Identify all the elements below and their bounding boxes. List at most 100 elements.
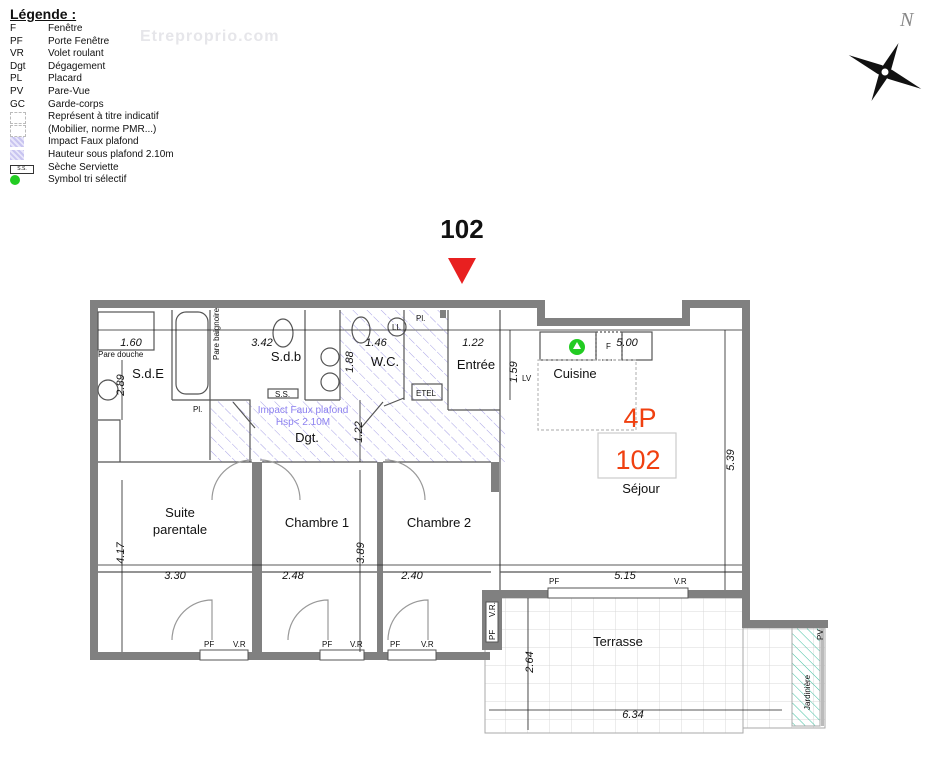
- compass-icon: N: [848, 9, 922, 102]
- legend-item: Symbol tri sélectif: [10, 174, 174, 187]
- vr-label: V.R: [421, 640, 434, 649]
- vr-label: V.R: [674, 577, 687, 586]
- legend-code: Dgt: [10, 60, 26, 72]
- legend-title: Légende :: [10, 6, 77, 22]
- pf-label: PF: [390, 640, 400, 649]
- dimension-label: 3.42: [251, 337, 272, 349]
- legend-swatch: [10, 112, 26, 125]
- dimension-label: 1.60: [120, 337, 142, 349]
- dimension-label: 5.15: [614, 570, 636, 582]
- legend-item: Hauteur sous plafond 2.10m: [10, 149, 174, 162]
- vr-label: V.R.: [488, 602, 497, 617]
- dimension-label: 2.48: [281, 570, 304, 582]
- dimension-label: 1.59: [508, 361, 520, 382]
- legend-swatch: [10, 137, 24, 148]
- legend-label: Impact Faux plafond: [48, 136, 139, 148]
- legend-label: Symbol tri sélectif: [48, 174, 127, 186]
- dimension-label: 2.89: [115, 374, 127, 396]
- dimension-label: 3.30: [164, 570, 186, 582]
- legend-label: Sèche Serviette: [48, 161, 119, 173]
- legend-label: Pare-Vue: [48, 85, 90, 97]
- dimension-label: 5.00: [616, 337, 638, 349]
- dimension-label: 2.40: [400, 570, 423, 582]
- legend-item: VR Volet roulant: [10, 48, 174, 61]
- recycle-icon: [10, 175, 20, 186]
- pf-label: PF: [322, 640, 332, 649]
- legend-label: Dégagement: [48, 60, 106, 72]
- room-sejour: Séjour: [622, 481, 660, 496]
- legend-swatch: [10, 124, 26, 137]
- etel-label: ETEL: [416, 389, 437, 398]
- legend-label: Fenêtre: [48, 23, 83, 34]
- faux-plafond-zone: [210, 310, 505, 462]
- dimension-label: 4.17: [115, 541, 127, 563]
- room-chambre1: Chambre 1: [285, 515, 349, 530]
- vr-label: V.R: [233, 640, 246, 649]
- legend-code: PV: [10, 85, 24, 97]
- dimension-label: 3.89: [355, 542, 367, 563]
- legend-item: Impact Faux plafond: [10, 136, 174, 149]
- entrance-arrow-icon: [448, 258, 476, 284]
- legend-label: Représent à titre indicatif: [48, 111, 159, 123]
- legend-swatch: S.S.: [10, 164, 34, 174]
- dimension-label: 1.88: [344, 350, 356, 372]
- room-cuisine: Cuisine: [553, 366, 596, 381]
- legend-item: GC Garde-corps: [10, 99, 174, 112]
- pare-baignoire: Pare baignoire: [212, 307, 221, 360]
- room-dgt: Dgt.: [295, 430, 319, 445]
- lot-number: 102: [440, 214, 483, 244]
- placard-label: Pl.: [416, 314, 425, 323]
- pf-label: PF: [488, 630, 497, 640]
- dimension-label: 6.34: [622, 709, 643, 721]
- legend-label: (Mobilier, norme PMR...): [48, 123, 157, 135]
- legend-swatch: [10, 149, 24, 160]
- legend-item: Représent à titre indicatif: [10, 111, 174, 125]
- placard-label: Pl.: [193, 405, 202, 414]
- dimension-label: 1.46: [365, 337, 387, 349]
- legend-label: Placard: [48, 73, 82, 85]
- legend-item: PV Pare-Vue: [10, 86, 174, 99]
- f-label: F: [606, 342, 611, 351]
- room-terrasse: Terrasse: [593, 634, 643, 649]
- legend-code: GC: [10, 98, 25, 110]
- room-suite-line1: Suite: [165, 505, 195, 520]
- faux-plafond-note-1: Impact Faux plafond: [258, 405, 349, 416]
- watermark: Etreproprio.com: [140, 28, 280, 45]
- vr-label: V.R: [350, 640, 363, 649]
- legend-label: Porte Fenêtre: [48, 35, 110, 47]
- dimension-label: 2.64: [524, 651, 536, 673]
- legend-item: F Fenêtre: [10, 23, 174, 36]
- lot-type: 4P: [623, 403, 656, 433]
- pf-label: PF: [549, 577, 559, 586]
- legend-code: VR: [10, 48, 24, 60]
- room-suite-line2: parentale: [153, 522, 207, 537]
- ll-label: LL: [392, 323, 401, 332]
- pare-douche: Pare douche: [98, 350, 144, 359]
- legend-item: S.S. Sèche Serviette: [10, 162, 174, 175]
- legend-code: F: [10, 23, 17, 34]
- lv-label: LV: [522, 374, 532, 383]
- room-sdb: S.d.b: [271, 349, 301, 364]
- legend-item: (Mobilier, norme PMR...): [10, 124, 174, 137]
- dimension-label: 1.22: [353, 421, 365, 442]
- legend-label: Garde-corps: [48, 98, 104, 110]
- svg-text:N: N: [899, 9, 915, 31]
- jardiniere: [791, 627, 821, 727]
- room-sde: S.d.E: [132, 366, 164, 381]
- dimension-lines: [98, 329, 782, 730]
- lot-box-number: 102: [615, 445, 660, 475]
- legend-label: Hauteur sous plafond 2.10m: [48, 148, 174, 160]
- partitions: [97, 310, 742, 641]
- seche-serviette: S.S.: [275, 390, 290, 399]
- jardiniere-label: Jardinière: [803, 674, 812, 710]
- legend-code: PF: [10, 35, 23, 47]
- dimension-label: 1.22: [462, 337, 483, 349]
- dimension-label: 5.39: [725, 449, 737, 470]
- room-chambre2: Chambre 2: [407, 515, 471, 530]
- room-entree: Entrée: [457, 357, 495, 372]
- legend-label: Volet roulant: [48, 48, 104, 60]
- legend-item: PF Porte Fenêtre: [10, 36, 174, 49]
